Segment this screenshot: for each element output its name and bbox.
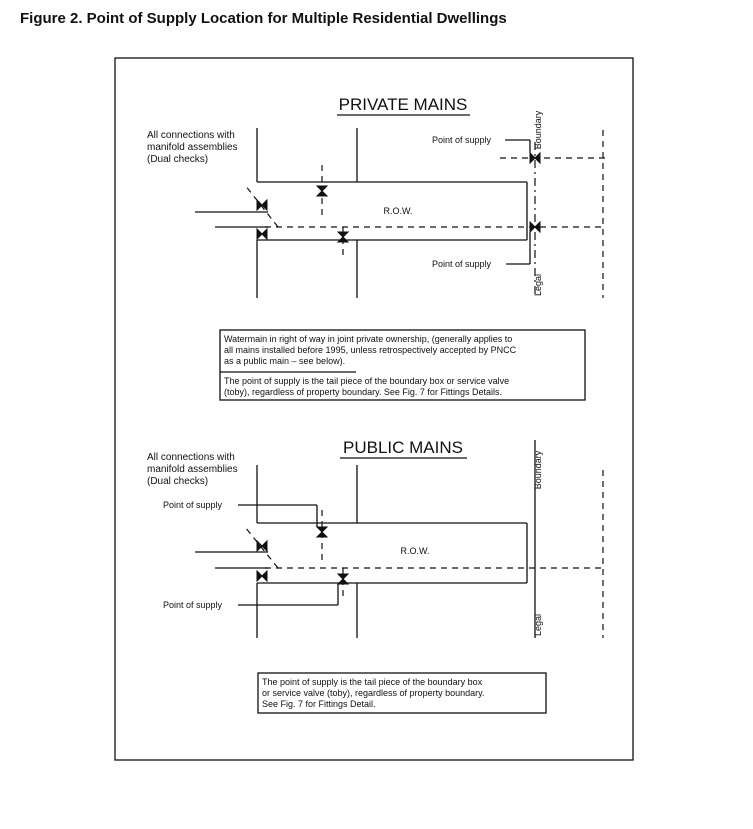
- public-main-branch: [244, 526, 279, 569]
- private-connections-note: All connections with manifold assemblies…: [147, 130, 240, 165]
- private-legal-label: Legal: [533, 274, 543, 296]
- public-note-box: [257, 672, 547, 714]
- valve-icon: [336, 231, 350, 243]
- private-note-text-line-1: Watermain in right of way in joint priva…: [224, 334, 512, 344]
- valve-icon: [256, 539, 268, 553]
- private-note-line-3: (Dual checks): [147, 154, 208, 165]
- private-note-text-line-2: all mains installed before 1995, unless …: [224, 345, 517, 355]
- valve-icon: [256, 569, 268, 583]
- public-point-of-supply-bottom: Point of supply: [163, 600, 223, 610]
- valve-icon: [315, 185, 329, 197]
- valve-icon: [529, 220, 541, 234]
- public-mains-section: PUBLIC MAINS All connections with manifo…: [147, 438, 605, 714]
- public-note-text-line-3: See Fig. 7 for Fittings Detail.: [262, 699, 376, 709]
- private-note-text: Watermain in right of way in joint priva…: [224, 334, 519, 397]
- public-note-line-3: (Dual checks): [147, 476, 208, 487]
- public-point-of-supply-top: Point of supply: [163, 500, 223, 510]
- private-heading: PRIVATE MAINS: [339, 95, 468, 114]
- private-row-label: R.O.W.: [384, 206, 413, 216]
- valve-icon: [336, 573, 350, 585]
- public-note-line-1: All connections with: [147, 452, 235, 463]
- public-heading: PUBLIC MAINS: [343, 438, 463, 457]
- private-note-text-line-3: as a public main – see below).: [224, 356, 345, 366]
- private-note-box: [219, 329, 586, 401]
- private-boundary-label: Boundary: [533, 110, 543, 149]
- private-mains-section: PRIVATE MAINS All connections with manif…: [147, 95, 605, 401]
- valve-icon: [256, 198, 268, 212]
- private-note-text-line-5: (toby), regardless of property boundary.…: [224, 387, 502, 397]
- figure-title: Figure 2. Point of Supply Location for M…: [20, 10, 507, 27]
- private-point-of-supply-bottom: Point of supply: [432, 259, 492, 269]
- private-note-line-1: All connections with: [147, 130, 235, 141]
- figure-frame: [114, 57, 634, 761]
- public-row-label: R.O.W.: [401, 546, 430, 556]
- public-note-text-line-2: or service valve (toby), regardless of p…: [262, 688, 484, 698]
- public-boundary-label: Boundary: [533, 450, 543, 489]
- valve-icon: [529, 151, 541, 165]
- private-note-text-line-4: The point of supply is the tail piece of…: [224, 376, 509, 386]
- public-connections-note: All connections with manifold assemblies…: [147, 452, 240, 487]
- private-note-line-2: manifold assemblies: [147, 142, 238, 153]
- valve-icon: [315, 526, 329, 538]
- public-note-line-2: manifold assemblies: [147, 464, 238, 475]
- public-note-text: The point of supply is the tail piece of…: [262, 677, 487, 709]
- public-note-text-line-1: The point of supply is the tail piece of…: [262, 677, 483, 687]
- valve-icon: [256, 227, 268, 241]
- public-legal-label: Legal: [533, 614, 543, 636]
- private-point-of-supply-top: Point of supply: [432, 135, 492, 145]
